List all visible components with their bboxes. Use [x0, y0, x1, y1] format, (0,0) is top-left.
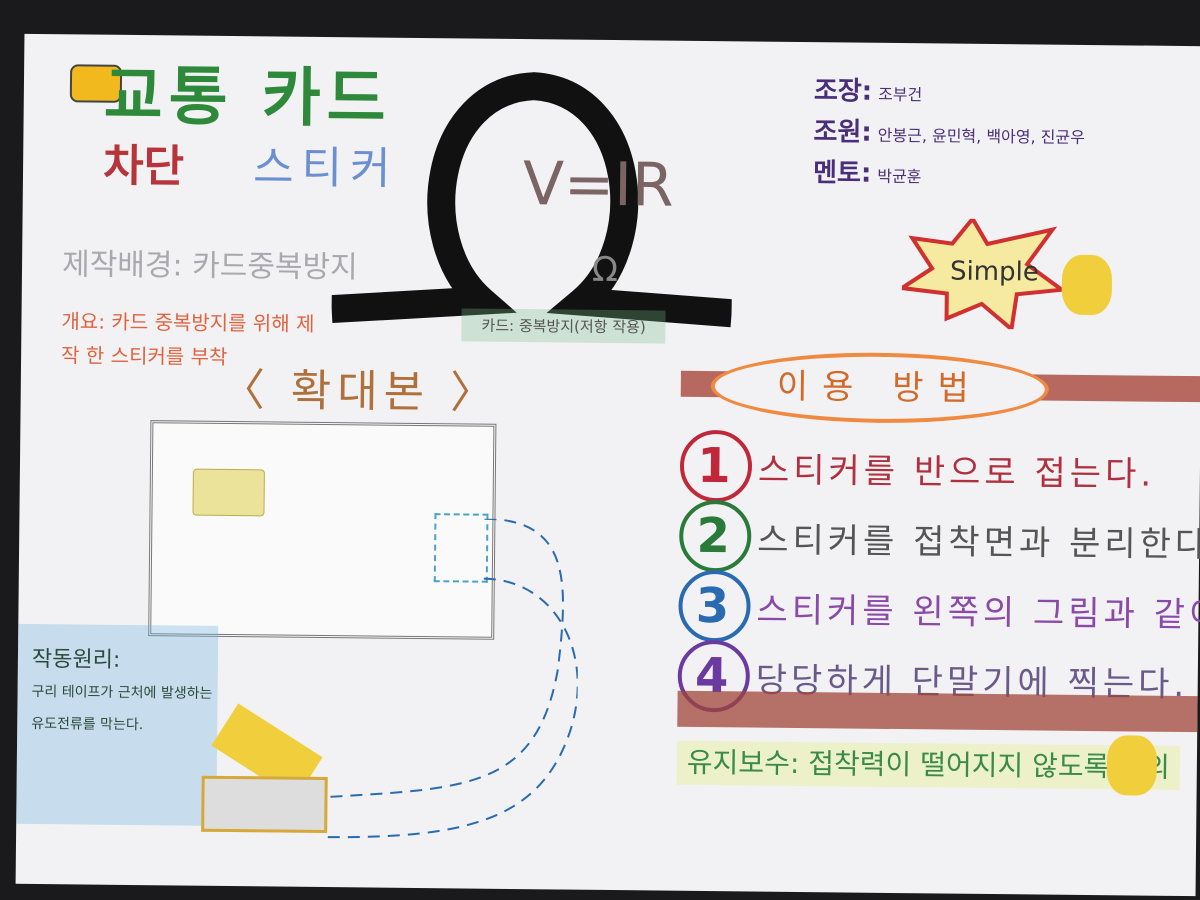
background-text: 제작배경: 카드중복방지 — [61, 247, 358, 286]
simple-badge: Simple — [896, 215, 1068, 334]
team-members: 조원:안봉근, 윤민혁, 백아영, 진균우 — [813, 117, 1085, 148]
caption: 카드: 중복방지(저항 작용) — [461, 308, 666, 344]
team-mentor: 멘토:박균훈 — [812, 158, 922, 189]
principle-text: 구리 테이프가 근처에 발생하는 유도전류를 막는다. — [31, 683, 213, 734]
magnified-label: 〈 확대본 〉 — [220, 364, 501, 419]
team-list: 조장:조부건 조원:안봉근, 윤민혁, 백아영, 진균우 멘토:박균훈 — [813, 72, 1086, 198]
maintenance-text: 유지보수: 접착력이 떨어지지 않도록 유의 — [676, 740, 1181, 790]
decor-bar-bottom — [677, 690, 1198, 733]
principle-box: 작동원리: 구리 테이프가 근처에 발생하는 유도전류를 막는다. — [16, 623, 219, 826]
chip-icon — [192, 468, 265, 517]
usage-title: 이용 방법 — [710, 351, 1050, 425]
pikachu-sticker-icon — [1106, 735, 1158, 796]
ohm-symbol: Ω — [591, 249, 619, 291]
ohm-arch-drawing — [331, 72, 733, 328]
principle-title: 작동원리: — [31, 646, 121, 673]
pikachu-sticker-icon — [1061, 254, 1113, 316]
dashed-connector — [326, 517, 579, 839]
starburst-icon — [896, 215, 1068, 334]
copper-tape-drawing — [201, 775, 328, 834]
poster: 교통 카드 차단 스티커 제작배경: 카드중복방지 개요: 카드 중복방지를 위… — [15, 33, 1200, 897]
formula: V=IR — [522, 149, 674, 221]
team-leader: 조장:조부건 — [813, 76, 923, 107]
subtitle-red: 차단 — [102, 140, 185, 193]
